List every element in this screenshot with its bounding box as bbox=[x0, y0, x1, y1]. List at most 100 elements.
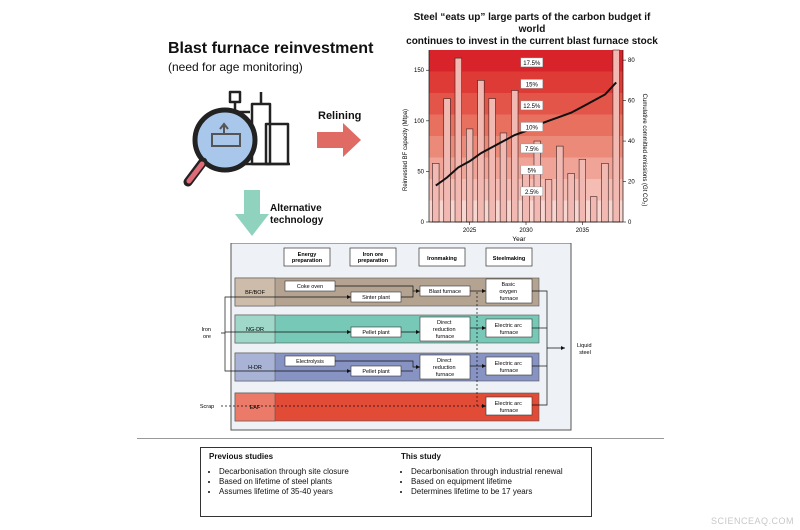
budget-band-label-box bbox=[520, 100, 544, 111]
chart-bar bbox=[443, 98, 451, 223]
route-label-eaf: EAF bbox=[250, 405, 261, 411]
chart-bar bbox=[556, 145, 564, 223]
page-title: Blast furnace reinvestment bbox=[168, 40, 374, 57]
eaf-label-h: Electric arc furnace bbox=[495, 361, 524, 374]
dr-furnace-box-h bbox=[419, 354, 471, 380]
chart-bar bbox=[533, 140, 541, 223]
chart-bar bbox=[590, 196, 598, 223]
dr-ng-line3: furnace bbox=[436, 334, 454, 340]
band-label-group: 17.5%15%12.5%10%7.5%5%2.5% bbox=[520, 57, 544, 197]
route-label-h-dr: H-DR bbox=[248, 365, 262, 371]
dr-h-line3: furnace bbox=[436, 372, 454, 378]
header-ironore-box bbox=[349, 247, 397, 267]
y2-tick-label: 20 bbox=[628, 180, 635, 186]
sinter-plant-label: Sinter plant bbox=[362, 295, 390, 301]
header-steelmaking: Steelmaking bbox=[493, 256, 525, 262]
chart-bar bbox=[612, 49, 620, 223]
dr-h-line2: reduction bbox=[433, 365, 456, 371]
y-tick-label: 100 bbox=[414, 119, 425, 125]
y-tick-label: 0 bbox=[421, 220, 425, 226]
y2-axis-label: Cumulative committed emissions (Gt CO₂) bbox=[641, 94, 647, 207]
alternative-technology-label: Alternative technology bbox=[270, 203, 323, 227]
iron-ore-line2: ore bbox=[203, 334, 211, 340]
coke-oven-label: Coke oven bbox=[297, 284, 323, 290]
header-steelmaking-box bbox=[485, 247, 533, 267]
bof-label: Basic oxygen furnace bbox=[499, 282, 518, 302]
y-tick-label: 150 bbox=[414, 68, 425, 74]
previous-studies-item: Decarbonisation through site closure bbox=[219, 467, 349, 477]
budget-band-label: 5% bbox=[527, 168, 536, 174]
this-study-item: Based on equipment lifetime bbox=[411, 477, 563, 487]
eaf-ng-line1: Electric arc bbox=[495, 323, 522, 329]
chart-bar bbox=[488, 98, 496, 223]
pellet-plant-label-h: Pellet plant bbox=[362, 369, 390, 375]
budget-band-label-box bbox=[520, 143, 544, 154]
chart-title-line2: continues to invest in the current blast… bbox=[406, 36, 658, 47]
budget-band-label-box bbox=[520, 122, 544, 132]
blast-furnace-magnifier-icon bbox=[183, 90, 290, 187]
header-ironmaking: Ironmaking bbox=[427, 256, 457, 262]
chart-title: Steel “eats up” large parts of the carbo… bbox=[402, 12, 662, 48]
previous-studies-item: Assumes lifetime of 35-40 years bbox=[219, 487, 349, 497]
chart-bar bbox=[454, 57, 462, 223]
magnifier-handle-icon bbox=[186, 161, 205, 184]
x-tick-label: 2035 bbox=[576, 228, 590, 234]
budget-band-label: 2.5% bbox=[525, 190, 539, 196]
budget-band-label: 15% bbox=[526, 82, 539, 88]
this-study-column: This study Decarbonisation through indus… bbox=[401, 452, 563, 497]
chart-bar bbox=[601, 163, 609, 223]
this-study-item: Determines lifetime to be 17 years bbox=[411, 487, 563, 497]
blast-furnace-label: Blast furnace bbox=[429, 289, 461, 295]
budget-band-label-box bbox=[520, 165, 544, 175]
relining-arrow-icon bbox=[317, 123, 361, 157]
budget-band-label-box bbox=[520, 57, 544, 68]
budget-band-label: 17.5% bbox=[523, 61, 541, 67]
arrow-heads bbox=[347, 289, 565, 408]
route-label-bf-bof: BF/BOF bbox=[245, 290, 266, 296]
route-tag-bf-bof bbox=[234, 277, 276, 307]
eaf-h-line2: furnace bbox=[500, 368, 518, 374]
chart-bar bbox=[432, 163, 440, 223]
scrap-flow bbox=[221, 291, 486, 407]
chart-title-line1: Steel “eats up” large parts of the carbo… bbox=[413, 12, 651, 35]
liquid-steel-line2: steel bbox=[579, 350, 591, 356]
previous-studies-column: Previous studies Decarbonisation through… bbox=[209, 452, 349, 497]
eaf-ng-line2: furnace bbox=[500, 330, 518, 336]
watermark: SCIENCEAQ.COM bbox=[710, 516, 794, 526]
chart-bar bbox=[578, 158, 586, 223]
x-axis-label: Year bbox=[512, 236, 526, 243]
eaf-scrap-line1: Electric arc bbox=[495, 401, 522, 407]
budget-band-label: 7.5% bbox=[525, 147, 539, 153]
previous-studies-item: Based on lifetime of steel plants bbox=[219, 477, 349, 487]
budget-band-label-box bbox=[520, 186, 544, 197]
dr-furnace-label-h: Direct reduction furnace bbox=[433, 358, 457, 378]
route-tag-eaf bbox=[234, 392, 276, 422]
bof-label-line1: Basic bbox=[502, 282, 516, 288]
x-tick-label: 2025 bbox=[463, 228, 477, 234]
y2-tick-label: 0 bbox=[628, 220, 632, 226]
budget-band-label: 12.5% bbox=[523, 104, 541, 110]
x-tick-label: 2030 bbox=[519, 228, 533, 234]
dr-furnace-box-ng bbox=[419, 316, 471, 342]
chart-bar bbox=[466, 128, 474, 223]
y2-tick-label: 60 bbox=[628, 99, 635, 105]
dr-h-line1: Direct bbox=[437, 358, 452, 364]
eaf-label-ng: Electric arc furnace bbox=[495, 323, 524, 336]
header-ironmaking-box bbox=[418, 247, 466, 267]
liquid-steel-line1: Liquid bbox=[577, 343, 592, 349]
this-study-item: Decarbonisation through industrial renew… bbox=[411, 467, 563, 477]
header-energy-box bbox=[283, 247, 331, 267]
route-tag-ng-dr bbox=[234, 314, 276, 344]
magnifier-lens-icon bbox=[192, 107, 258, 173]
route-label-ng-dr: NG-DR bbox=[246, 327, 264, 333]
route-tag-h-dr bbox=[234, 352, 276, 382]
liquid-steel-label: Liquid steel bbox=[577, 343, 593, 356]
iron-ore-label: Iron ore bbox=[201, 327, 212, 340]
pellet-plant-label-ng: Pellet plant bbox=[362, 330, 390, 336]
scrap-label: Scrap bbox=[200, 404, 214, 410]
relining-label: Relining bbox=[318, 110, 362, 122]
